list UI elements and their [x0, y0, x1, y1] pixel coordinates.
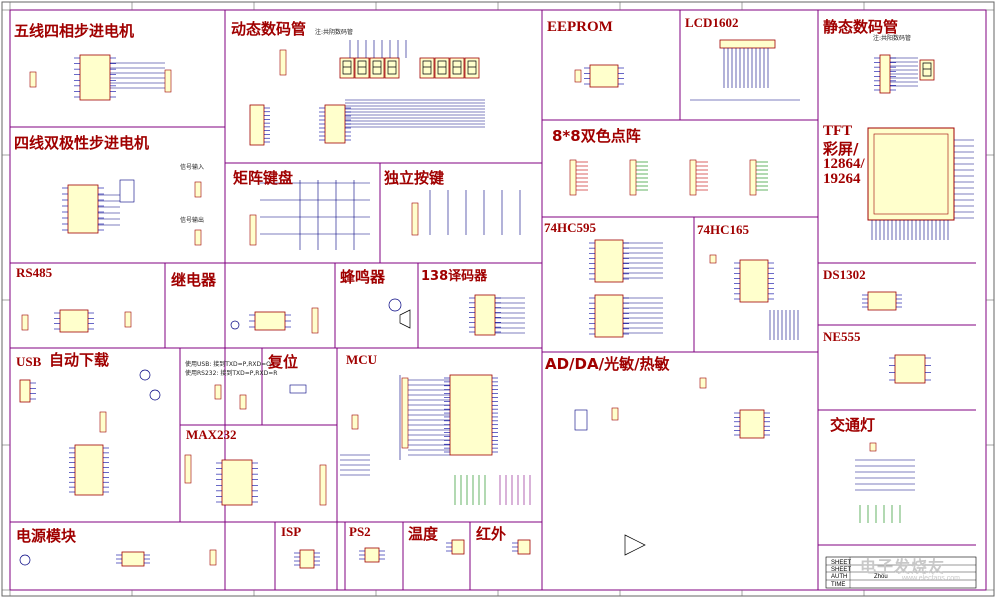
section-hc595: 74HC595 — [544, 220, 596, 235]
section-ir: 红外 — [476, 525, 507, 543]
section-hc165: 74HC165 — [697, 222, 749, 237]
section-lcd1602: LCD1602 — [685, 15, 739, 30]
title-block-author-name: Zhou — [874, 574, 888, 580]
note-signal-in: 信号输入 — [180, 164, 205, 171]
section-ps2: PS2 — [349, 524, 371, 539]
section-autodl: 自动下载 — [49, 351, 110, 369]
section-max232: MAX232 — [186, 427, 237, 442]
circuit-drawings — [19, 39, 974, 569]
note-common-cathode: 注:共阴数码管 — [315, 29, 354, 36]
section-tft-2: 彩屏/ — [823, 140, 859, 158]
title-block-sheet-1: SHEET — [831, 560, 852, 566]
note-usb-2: 使用RS232: 接到TXD=P,RXD=R — [185, 370, 278, 377]
section-buzzer: 蜂鸣器 — [340, 268, 386, 286]
section-dotmatrix: 8*8双色点阵 — [552, 127, 641, 145]
section-ne555: NE555 — [823, 329, 861, 344]
section-isp: ISP — [281, 524, 302, 539]
watermark-logo: 电子发烧友 — [860, 557, 946, 576]
title-block-sheet-2: SHEET — [831, 567, 852, 573]
section-traffic: 交通灯 — [830, 416, 876, 434]
section-dyn-seg: 动态数码管 — [231, 20, 307, 38]
section-adda: AD/DA/光敏/热敏 — [545, 355, 670, 373]
note-common-anode: 注:共阳数码管 — [873, 35, 912, 42]
section-temp: 温度 — [408, 525, 439, 543]
section-relay: 继电器 — [171, 271, 217, 289]
section-dec138: 138译码器 — [421, 269, 488, 284]
note-signal-out: 信号输出 — [180, 217, 205, 224]
section-rs485: RS485 — [16, 265, 53, 280]
section-static-seg: 静态数码管 — [823, 18, 899, 36]
section-buttons: 独立按键 — [384, 169, 445, 187]
section-usb: USB — [16, 354, 42, 369]
section-tft-4: 19264 — [823, 171, 861, 187]
section-reset: 复位 — [268, 353, 299, 371]
section-eeprom: EEPROM — [547, 19, 613, 35]
section-power: 电源模块 — [16, 527, 77, 545]
section-stepper4: 四线双极性步进电机 — [14, 134, 150, 152]
section-tft: TFT — [823, 123, 853, 139]
title-block-time: TIME — [831, 582, 846, 588]
section-dividers — [10, 10, 977, 590]
note-usb-1: 使用USB: 接到TXD=P,RXD=O — [185, 361, 271, 368]
section-matrix-kb: 矩阵键盘 — [233, 169, 294, 187]
section-ds1302: DS1302 — [823, 267, 866, 282]
section-tft-3: 12864/ — [823, 156, 865, 172]
section-stepper5: 五线四相步进电机 — [14, 22, 135, 40]
title-block-author: AUTH — [831, 574, 848, 580]
section-mcu: MCU — [346, 352, 378, 367]
watermark-url: www.elecfans.com — [902, 575, 960, 582]
